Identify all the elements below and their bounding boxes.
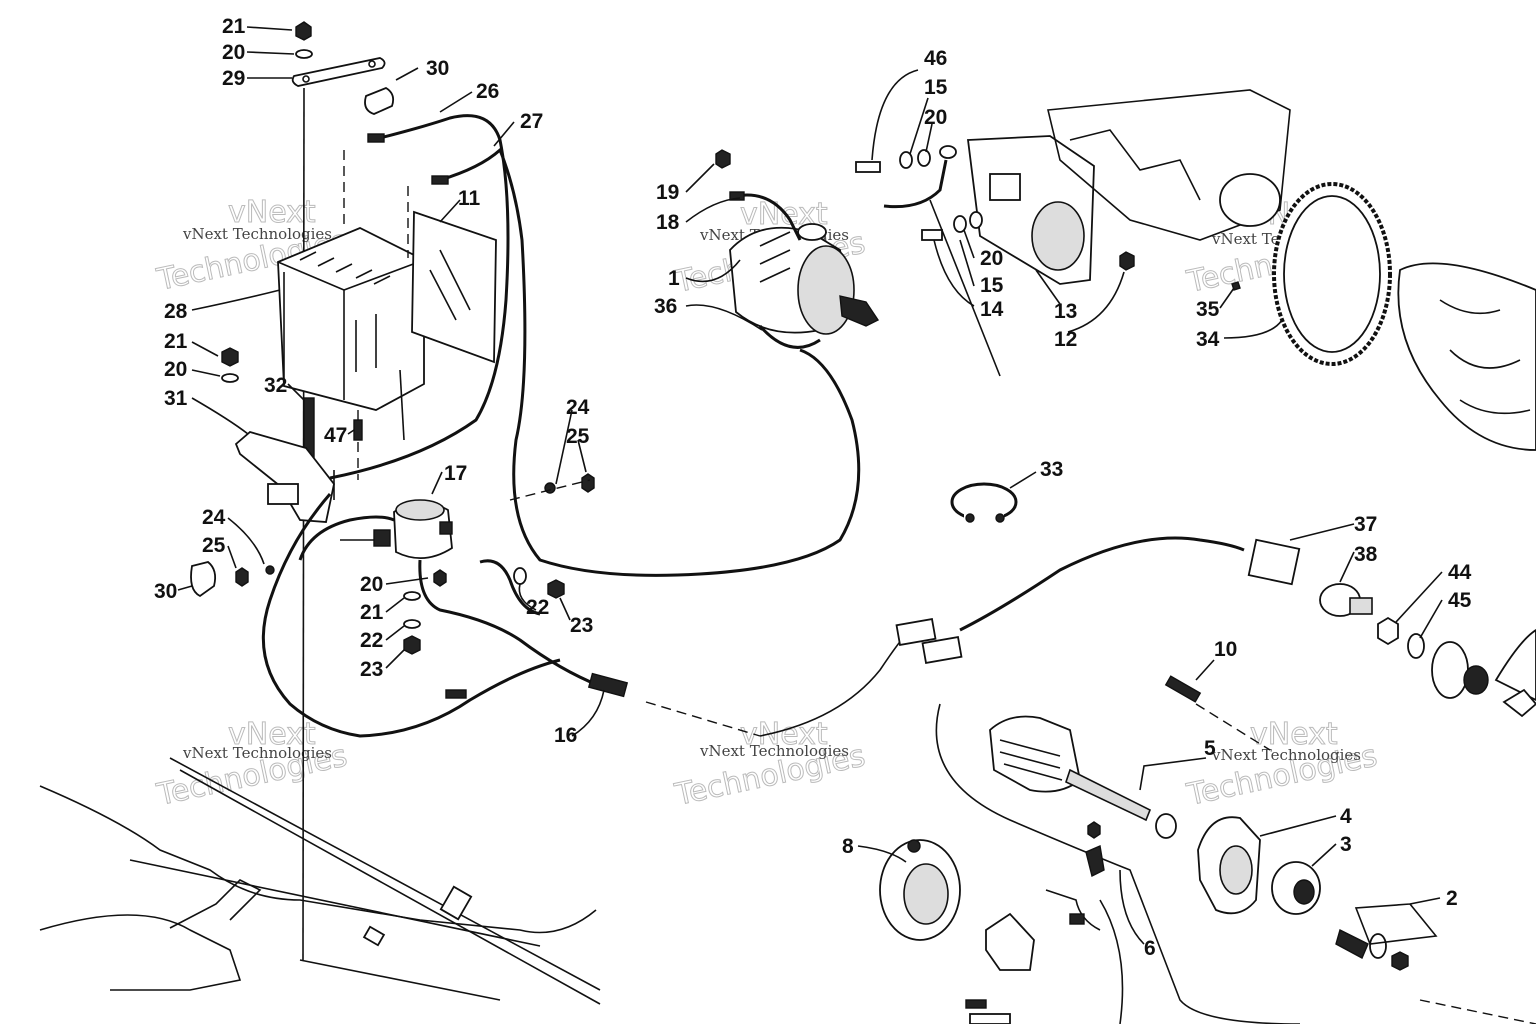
callout-4: 4 (1340, 805, 1352, 828)
callout-3: 3 (1340, 833, 1352, 856)
svg-text:vNext Technologies: vNext Technologies (182, 744, 332, 762)
ignition-switch-38 (1319, 583, 1373, 617)
callout-17: 17 (444, 462, 467, 485)
drive-pinion-3 (1271, 861, 1321, 915)
callout-16: 16 (554, 724, 577, 747)
brush-hardware (1045, 821, 1105, 931)
svg-text:vNext: vNext (228, 717, 316, 752)
callout-28: 28 (164, 300, 188, 323)
flywheel-ring-gear-34 (1231, 182, 1392, 366)
callout-30: 30 (154, 580, 177, 603)
watermark-bottom-right: vNext Technologies vNext Technologies (1183, 717, 1381, 814)
retaining-ring-33 (950, 482, 1018, 524)
callout-20: 20 (360, 573, 383, 596)
starter-cable-end-18-19 (715, 149, 802, 241)
callout-1: 1 (668, 267, 680, 290)
starter-bracket-hardware (855, 145, 1135, 271)
callout-13: 13 (1054, 300, 1077, 323)
solenoid-hardware-20-21-22-23 (403, 567, 565, 655)
callout-23: 23 (570, 614, 593, 637)
callout-21: 21 (360, 601, 384, 624)
callout-11: 11 (458, 187, 481, 210)
brush-holder (985, 912, 1035, 971)
callout-22: 22 (526, 596, 549, 619)
callout-37: 37 (1354, 513, 1377, 536)
callout-25: 25 (202, 534, 226, 557)
callout-32: 32 (264, 374, 287, 397)
watermark-bottom-center: vNext Technologies vNext Technologies (671, 717, 869, 814)
starter-solenoid-17 (298, 499, 453, 561)
callout-labels: 21 20 29 30 26 27 11 28 21 20 31 32 47 1… (154, 15, 1472, 960)
starter-band-36 (758, 325, 821, 349)
battery-hold-down-hardware (291, 21, 386, 961)
svg-text:vNext Technologies: vNext Technologies (699, 742, 849, 760)
starter-bracket-13 (929, 135, 1095, 377)
terminal-boot-30 (364, 86, 395, 115)
callout-45: 45 (1448, 589, 1472, 612)
callout-20: 20 (980, 247, 1003, 270)
callout-30: 30 (426, 57, 449, 80)
callout-10: 10 (1214, 638, 1237, 661)
leader-lines (177, 26, 1443, 945)
battery-nut-washer-left (221, 347, 239, 383)
callout-29: 29 (222, 67, 245, 90)
battery-cables-26-27 (329, 114, 861, 577)
callout-2: 2 (1446, 887, 1458, 910)
callout-6: 6 (1144, 937, 1156, 960)
callout-14: 14 (980, 298, 1004, 321)
callout-20: 20 (164, 358, 187, 381)
small-hardware-24-25-left (235, 565, 275, 587)
callout-35: 35 (1196, 298, 1220, 321)
wiring-harness-16 (261, 493, 911, 738)
callout-44: 44 (1448, 561, 1472, 584)
armature-5 (989, 715, 1177, 839)
callout-31: 31 (164, 387, 188, 410)
starter-motor-1 (729, 223, 880, 335)
callout-25: 25 (566, 425, 590, 448)
callout-5: 5 (1204, 737, 1216, 760)
callout-47: 47 (324, 424, 347, 447)
callout-21: 21 (164, 330, 188, 353)
callout-15: 15 (980, 274, 1004, 297)
callout-36: 36 (654, 295, 677, 318)
end-cap-8 (879, 839, 961, 941)
switch-nut-washer-44-45 (1377, 616, 1536, 718)
engine-block-outline (1047, 89, 1291, 241)
starter-frame-outline-6 (935, 703, 1301, 1024)
callout-33: 33 (1040, 458, 1063, 481)
key-switch-harness-37 (895, 536, 1301, 665)
callout-38: 38 (1354, 543, 1378, 566)
callout-15: 15 (924, 76, 948, 99)
callout-8: 8 (842, 835, 854, 858)
callout-18: 18 (656, 211, 680, 234)
callout-34: 34 (1196, 328, 1220, 351)
battery-cover-plate-11 (411, 210, 497, 364)
bolt-10 (1164, 675, 1271, 751)
chassis-outline (39, 757, 601, 1005)
small-hardware-24-25-right (509, 473, 595, 501)
callout-22: 22 (360, 629, 383, 652)
callout-46: 46 (924, 47, 947, 70)
engine-housing-right (1397, 262, 1536, 451)
battery-28 (277, 150, 425, 411)
drive-end-housing-4 (1197, 816, 1261, 915)
callout-19: 19 (656, 181, 679, 204)
callout-26: 26 (476, 80, 499, 103)
bottom-bolts (965, 999, 1011, 1024)
svg-text:vNext: vNext (228, 195, 316, 230)
callout-21: 21 (222, 15, 246, 38)
callout-20: 20 (924, 106, 947, 129)
spring-stop-2 (1335, 928, 1536, 1024)
callout-24: 24 (566, 396, 590, 419)
battery-bracket-31 (234, 431, 335, 523)
svg-text:vNext Technologies: vNext Technologies (182, 225, 332, 243)
callout-23: 23 (360, 658, 383, 681)
callout-24: 24 (202, 506, 226, 529)
callout-20: 20 (222, 41, 245, 64)
terminal-boot-30-lower (190, 561, 217, 598)
svg-text:vNext Technologies: vNext Technologies (1211, 746, 1361, 764)
callout-27: 27 (520, 110, 543, 133)
callout-12: 12 (1054, 328, 1077, 351)
